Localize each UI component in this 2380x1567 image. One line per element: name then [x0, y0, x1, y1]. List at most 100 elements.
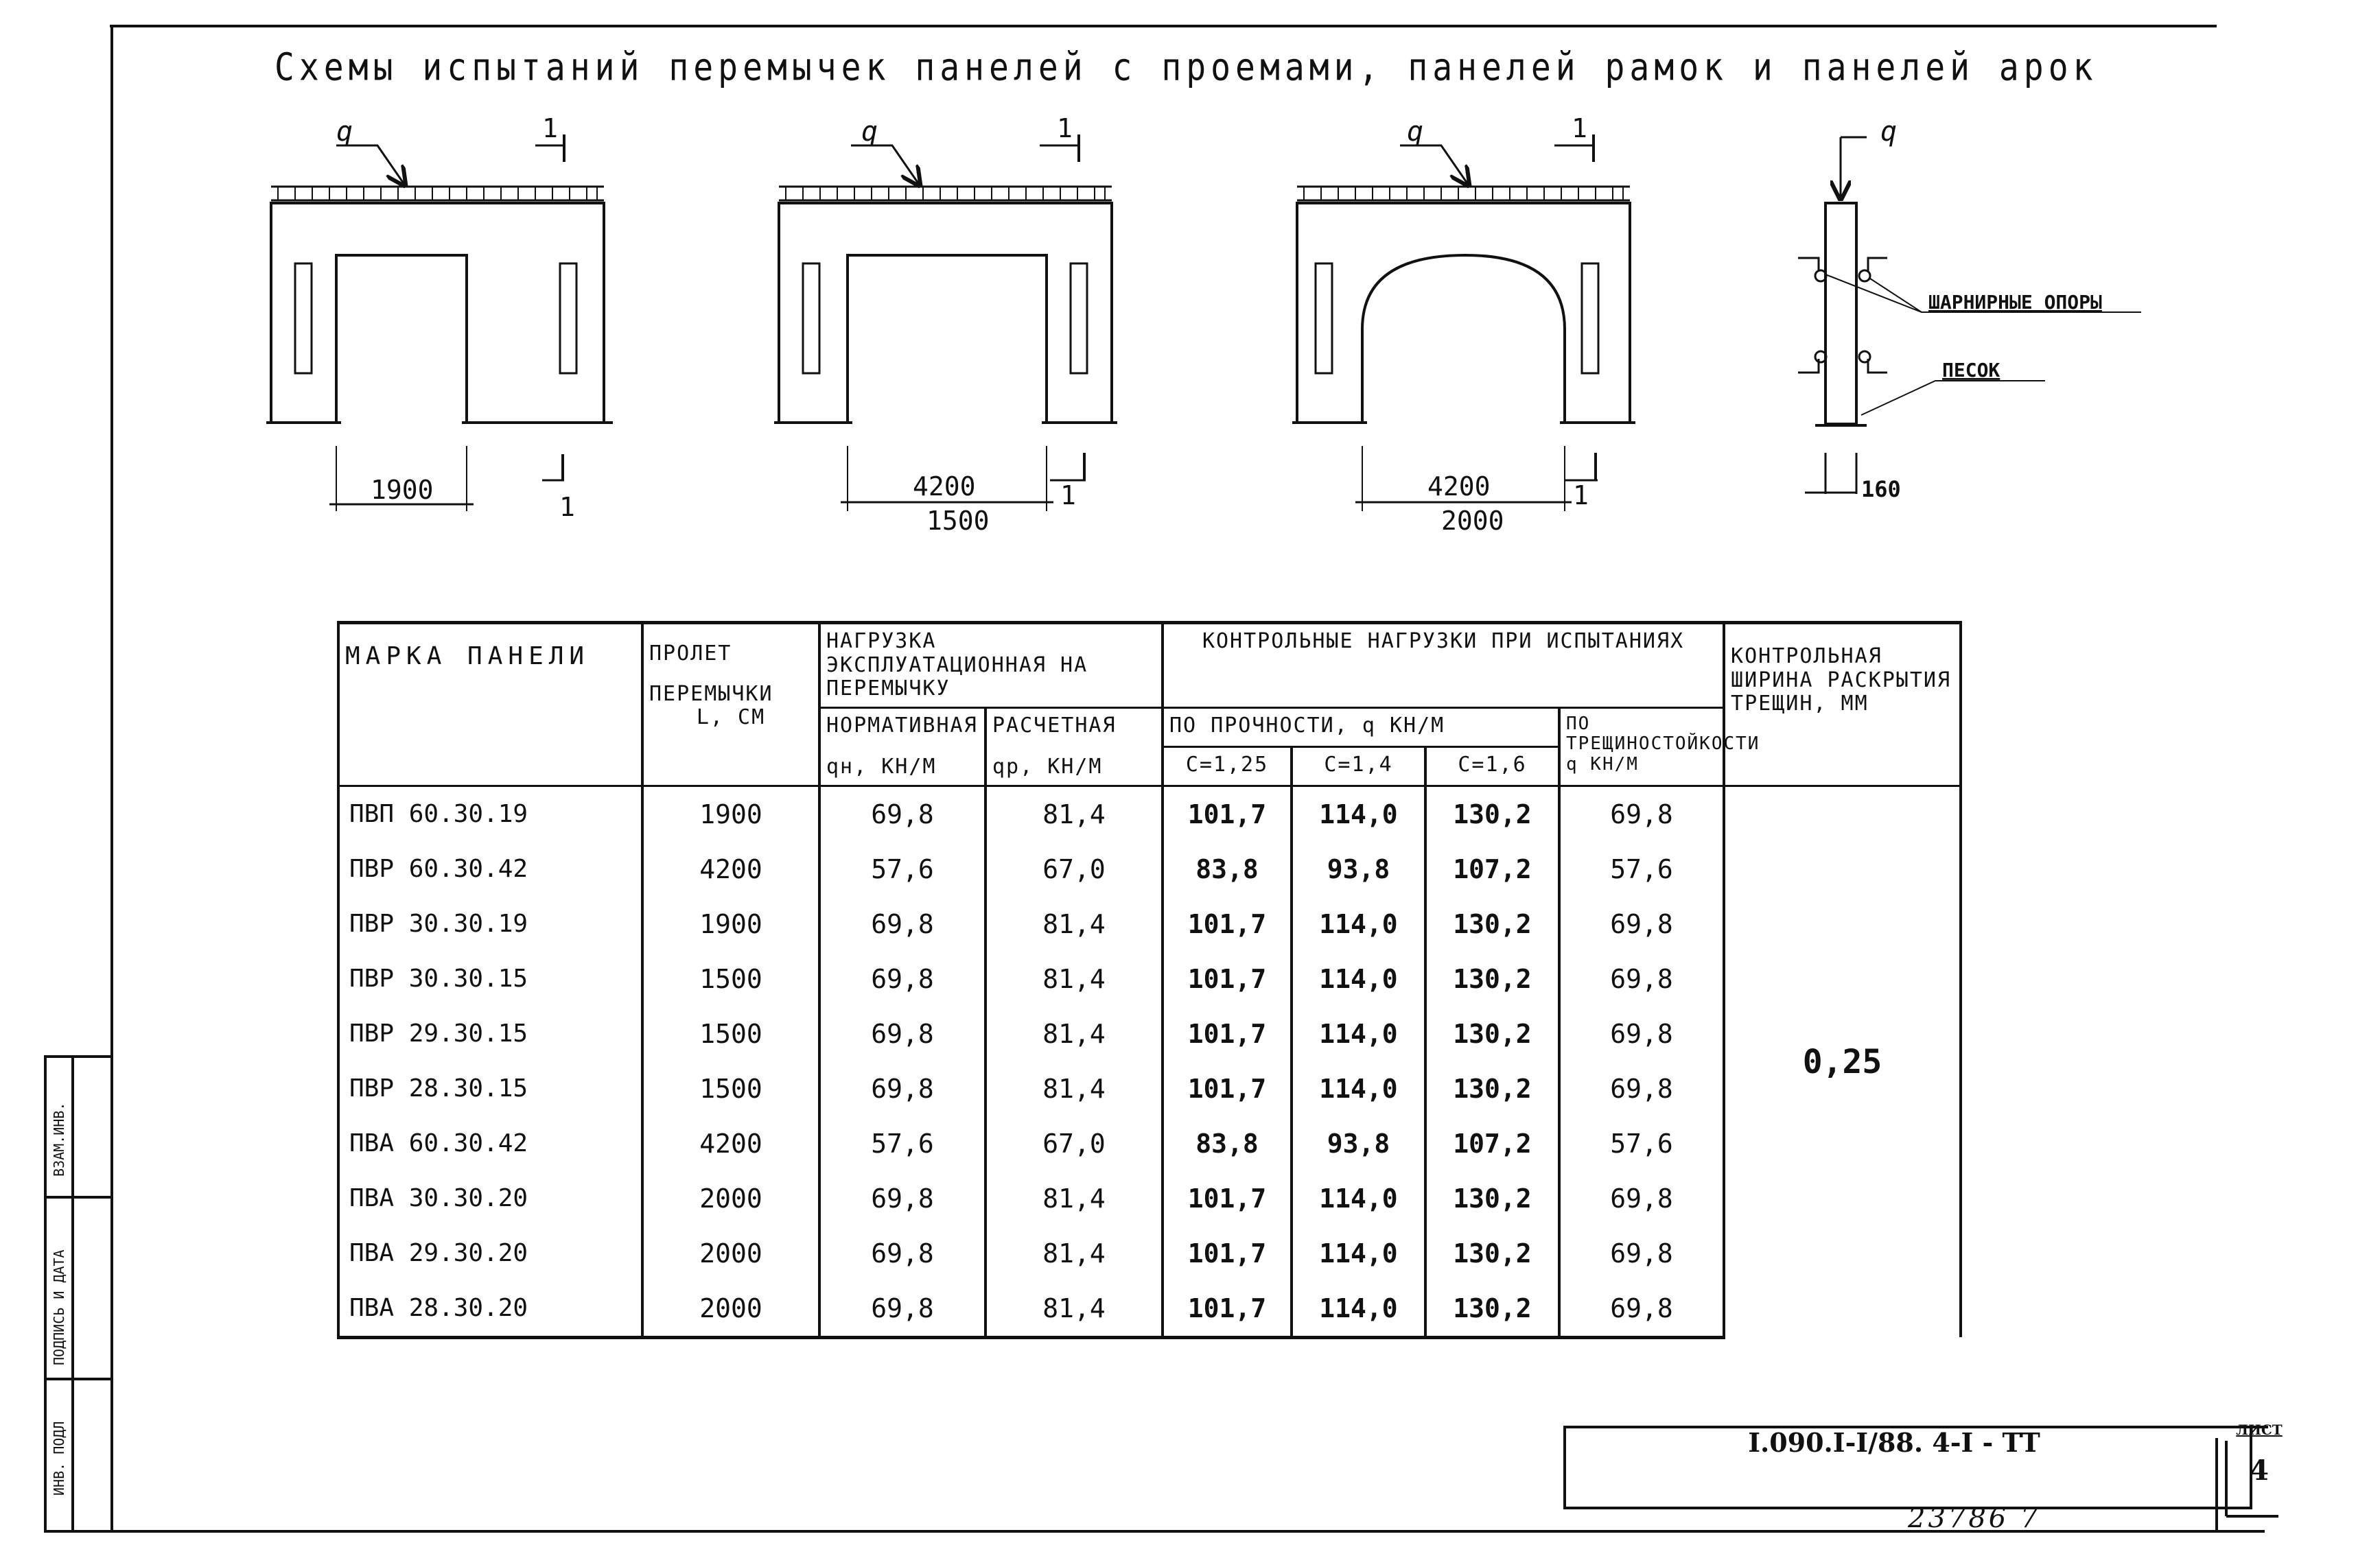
- cell-normative: 69,8: [818, 786, 987, 842]
- header-span: ПРОЛЕТ ПЕРЕМЫЧКИ L, СМ: [641, 621, 821, 787]
- cell-c2: 114,0: [1290, 1061, 1427, 1116]
- header-design-label: РАСЧЕТНАЯ: [992, 713, 1117, 738]
- header-mark: МАРКА ПАНЕЛИ: [337, 621, 644, 787]
- cell-normative: 69,8: [818, 1061, 987, 1116]
- header-c1: С=1,25: [1161, 745, 1293, 787]
- cell-c3: 130,2: [1424, 1006, 1561, 1061]
- scheme2-section-mark-bottom: 1: [1060, 480, 1076, 510]
- scheme-2: [774, 134, 1117, 511]
- header-c3: С=1,6: [1424, 745, 1561, 787]
- title-block: [1563, 1426, 2278, 1518]
- sheet-label: ЛИСТ: [2236, 1422, 2283, 1438]
- header-crack: ПО ТРЕЩИНОСТОЙКОСТИ q КН/М: [1557, 706, 1758, 787]
- header-normative: НОРМАТИВНАЯ qн, КН/М: [818, 706, 987, 787]
- table-row: ПВР 30.30.19 1900 69,8 81,4 101,7 114,0 …: [337, 896, 1961, 952]
- inventory-number: 23786 7: [1908, 1503, 2041, 1534]
- header-crack-width: КОНТРОЛЬНАЯ ШИРИНА РАСКРЫТИЯ ТРЕЩИН, ММ: [1723, 621, 1963, 787]
- header-c2: С=1,4: [1290, 745, 1427, 787]
- cell-span: 2000: [641, 1225, 821, 1281]
- stamp-sign-label: ПОДПИСЬ И ДАТА: [51, 1249, 67, 1365]
- scheme2-span2: 1500: [926, 506, 990, 536]
- cell-design: 81,4: [984, 1061, 1164, 1116]
- cell-c3: 130,2: [1424, 951, 1561, 1006]
- scheme1-section-mark-bottom: 1: [559, 492, 575, 522]
- section-1-1: [1798, 136, 2141, 494]
- cell-normative: 57,6: [818, 841, 987, 897]
- cell-c2: 114,0: [1290, 1006, 1427, 1061]
- cell-span: 1500: [641, 1061, 821, 1116]
- cell-c3: 130,2: [1424, 896, 1561, 952]
- cell-normative: 69,8: [818, 896, 987, 952]
- cell-c1: 101,7: [1161, 786, 1293, 842]
- cell-c3: 130,2: [1424, 1170, 1561, 1226]
- cell-mark: ПВР 29.30.15: [337, 1006, 644, 1061]
- cell-c3: 107,2: [1424, 1116, 1561, 1171]
- header-design: РАСЧЕТНАЯ qр, КН/М: [984, 706, 1164, 787]
- header-strength: ПО ПРОЧНОСТИ, q КН/М: [1161, 706, 1561, 748]
- cell-c2: 114,0: [1290, 1225, 1427, 1281]
- table-row: ПВП 60.30.19 1900 69,8 81,4 101,7 114,0 …: [337, 786, 1963, 1337]
- cell-mark: ПВА 60.30.42: [337, 1116, 644, 1171]
- scheme1-span: 1900: [371, 475, 434, 505]
- table-row: ПВА 28.30.20 2000 69,8 81,4 101,7 114,0 …: [337, 1280, 1961, 1339]
- cell-c3: 107,2: [1424, 841, 1561, 897]
- header-design-unit: qр, КН/М: [992, 755, 1103, 779]
- cell-c2: 93,8: [1290, 841, 1427, 897]
- cell-design: 81,4: [984, 1006, 1164, 1061]
- cell-c3: 130,2: [1424, 1280, 1561, 1339]
- cell-c1: 83,8: [1161, 841, 1293, 897]
- cell-span: 1500: [641, 951, 821, 1006]
- scheme1-load-label: q: [336, 116, 353, 148]
- header-span-line1: ПРОЛЕТ: [649, 641, 732, 665]
- cell-c3: 130,2: [1424, 1225, 1561, 1281]
- sheet-number: 4: [2250, 1454, 2269, 1487]
- cell-span: 4200: [641, 841, 821, 897]
- cell-c2: 114,0: [1290, 951, 1427, 1006]
- cell-normative: 69,8: [818, 951, 987, 1006]
- cell-span: 2000: [641, 1280, 821, 1339]
- cell-normative: 57,6: [818, 1116, 987, 1171]
- header-normative-unit: qн, КН/М: [826, 755, 937, 779]
- scheme2-span: 4200: [913, 471, 976, 502]
- cell-normative: 69,8: [818, 1006, 987, 1061]
- cell-crack: 69,8: [1557, 1061, 1726, 1116]
- cell-span: 4200: [641, 1116, 821, 1171]
- cell-mark: ПВР 60.30.42: [337, 841, 644, 897]
- scheme2-section-mark-top: 1: [1057, 113, 1073, 143]
- table-row: ПВР 30.30.15 1500 69,8 81,4 101,7 114,0 …: [337, 951, 1961, 1006]
- cell-design: 67,0: [984, 841, 1164, 897]
- cell-crack: 69,8: [1557, 951, 1726, 1006]
- cell-span: 1900: [641, 896, 821, 952]
- cell-crack: 69,8: [1557, 896, 1726, 952]
- cell-design: 81,4: [984, 1170, 1164, 1226]
- scheme1-section-mark-top: 1: [542, 113, 558, 143]
- cell-span: 1500: [641, 1006, 821, 1061]
- cell-normative: 69,8: [818, 1170, 987, 1226]
- page-title: Схемы испытаний перемычек панелей с прое…: [275, 45, 2098, 90]
- cell-c1: 83,8: [1161, 1116, 1293, 1171]
- section-load-label: q: [1880, 116, 1897, 148]
- cell-span: 2000: [641, 1170, 821, 1226]
- cell-crack: 69,8: [1557, 1006, 1726, 1061]
- cell-design: 67,0: [984, 1116, 1164, 1171]
- cell-design: 81,4: [984, 1225, 1164, 1281]
- cell-crack: 57,6: [1557, 841, 1726, 897]
- cell-c1: 101,7: [1161, 1225, 1293, 1281]
- scheme3-span2: 2000: [1441, 506, 1504, 536]
- cell-crack: 69,8: [1557, 1170, 1726, 1226]
- stamp-replace-label: ВЗАМ.ИНВ.: [51, 1102, 67, 1177]
- cell-span: 1900: [641, 786, 821, 842]
- scheme-3: [1292, 134, 1635, 511]
- cell-mark: ПВП 60.30.19: [337, 786, 644, 842]
- cell-mark: ПВА 28.30.20: [337, 1280, 644, 1339]
- cell-normative: 69,8: [818, 1225, 987, 1281]
- section-width: 160: [1861, 476, 1901, 502]
- scheme-1: [266, 134, 613, 511]
- cell-mark: ПВА 30.30.20: [337, 1170, 644, 1226]
- table-row: ПВР 28.30.15 1500 69,8 81,4 101,7 114,0 …: [337, 1061, 1961, 1116]
- cell-c1: 101,7: [1161, 951, 1293, 1006]
- cell-normative: 69,8: [818, 1280, 987, 1339]
- cell-mark: ПВА 29.30.20: [337, 1225, 644, 1281]
- cell-c1: 101,7: [1161, 1280, 1293, 1339]
